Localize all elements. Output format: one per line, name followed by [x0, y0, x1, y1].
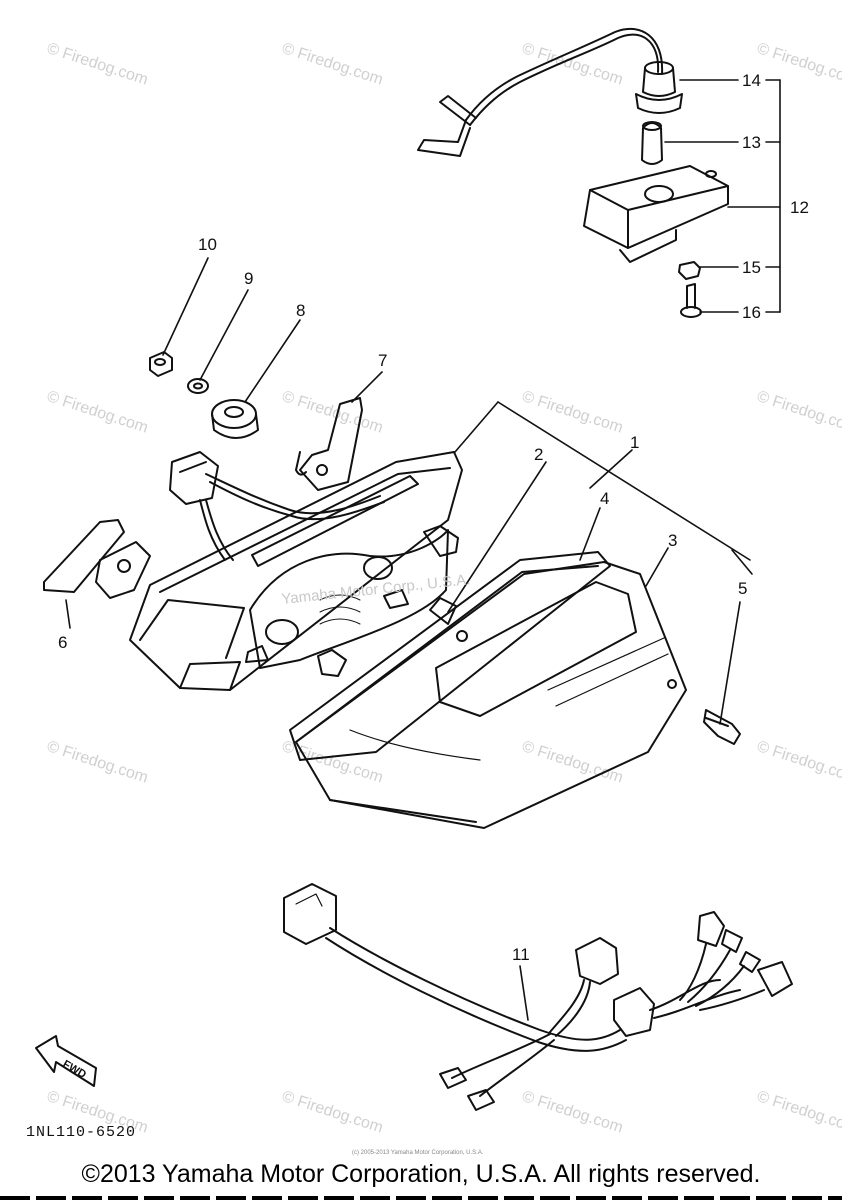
- callout-6: 6: [58, 633, 67, 652]
- grommet-8: [211, 399, 259, 439]
- license-light-bulb: [641, 121, 663, 165]
- bulb-2: [317, 597, 457, 677]
- license-light-bracket: [583, 165, 729, 263]
- callout-1: 1: [630, 433, 639, 452]
- callout-8: 8: [296, 301, 305, 320]
- washer-9: [187, 378, 209, 394]
- fine-print: (c) 2005-2013 Yamaha Motor Corporation, …: [352, 1150, 484, 1156]
- callout-11: 11: [512, 945, 530, 964]
- tail-light-housing: [129, 451, 463, 691]
- callout-16: 16: [742, 303, 761, 322]
- callout-5: 5: [738, 579, 747, 598]
- wire-harness-11: [283, 883, 793, 1111]
- nut-10: [149, 351, 173, 377]
- parts-diagram: 1 2 3 4 5 6 7 8 9 10 11 12 13 14 15 16 F…: [35, 27, 809, 1111]
- callout-14: 14: [742, 71, 761, 90]
- bottom-divider: [0, 1196, 842, 1200]
- diagram-code: 1NL110-6520: [26, 1124, 137, 1141]
- callout-7: 7: [378, 351, 387, 370]
- screw-16: [680, 283, 702, 318]
- license-light-socket: [635, 61, 683, 114]
- callout-13: 13: [742, 133, 761, 152]
- nut-15: [678, 261, 701, 280]
- callout-2: 2: [534, 445, 543, 464]
- callout-12: 12: [790, 198, 809, 217]
- callout-15: 15: [742, 258, 761, 277]
- callout-10: 10: [198, 235, 217, 254]
- callout-3: 3: [668, 531, 677, 550]
- license-light-wire: [417, 27, 664, 157]
- license-group-bracket: [664, 79, 781, 313]
- fwd-arrow-icon: [35, 1035, 97, 1087]
- bracket-6: [43, 519, 151, 599]
- tail-light-connector: [169, 451, 385, 561]
- leader-lines: [65, 257, 753, 725]
- callout-4: 4: [600, 489, 609, 508]
- callout-9: 9: [244, 269, 253, 288]
- copyright-text: ©2013 Yamaha Motor Corporation, U.S.A. A…: [81, 1160, 761, 1188]
- stay-7: [295, 397, 363, 491]
- screw-5: [703, 709, 741, 745]
- lens-3: [295, 561, 687, 829]
